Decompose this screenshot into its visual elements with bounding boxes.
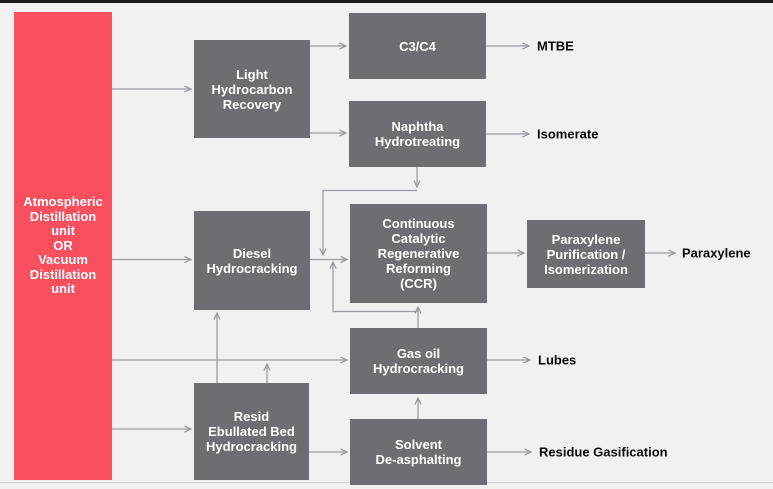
- node-naphtha-hydrotreating: Naphtha Hydrotreating: [349, 101, 486, 167]
- edge-gasoil-hydrocracking-to-ccr-branch: [333, 262, 418, 313]
- node-label: Solvent De-asphalting: [375, 437, 462, 467]
- node-c3c4: C3/C4: [349, 13, 486, 79]
- node-label: Continuous Catalytic Regenerative Reform…: [377, 216, 460, 291]
- node-resid-ebullated-bed-hydrocracking: Resid Ebullated Bed Hydrocracking: [194, 383, 309, 480]
- node-label: Resid Ebullated Bed Hydrocracking: [205, 409, 298, 454]
- node-label: Atmospheric Distillation unit OR Vacuum …: [23, 194, 103, 297]
- node-diesel-hydrocracking: Diesel Hydrocracking: [194, 211, 310, 310]
- node-label: Gas oil Hydrocracking: [372, 346, 465, 376]
- node-atmospheric-vacuum-distillation-unit: Atmospheric Distillation unit OR Vacuum …: [14, 12, 112, 480]
- node-paraxylene-purification-isomerization: Paraxylene Purification / Isomerization: [527, 220, 645, 288]
- node-label: Diesel Hydrocracking: [206, 245, 298, 276]
- node-label: Light Hydrocarbon Recovery: [211, 66, 293, 112]
- node-solvent-deasphalting: Solvent De-asphalting: [350, 419, 487, 485]
- output-label-residue-gasification: Residue Gasification: [539, 444, 668, 460]
- output-label-isomerate: Isomerate: [537, 126, 599, 142]
- output-label-mtbe: MTBE: [537, 38, 574, 54]
- node-label: Paraxylene Purification / Isomerization: [544, 231, 628, 277]
- edge-naphtha-hydrotreating-to-ccr: [323, 189, 417, 256]
- node-label: Naphtha Hydrotreating: [374, 119, 461, 149]
- node-light-hydrocarbon-recovery: Light Hydrocarbon Recovery: [194, 40, 310, 138]
- node-ccr-reforming: Continuous Catalytic Regenerative Reform…: [350, 204, 487, 303]
- output-label-paraxylene: Paraxylene: [682, 245, 751, 261]
- node-gasoil-hydrocracking: Gas oil Hydrocracking: [350, 328, 487, 394]
- output-label-lubes: Lubes: [538, 352, 577, 368]
- top-border: [0, 0, 773, 3]
- node-label: C3/C4: [399, 38, 436, 54]
